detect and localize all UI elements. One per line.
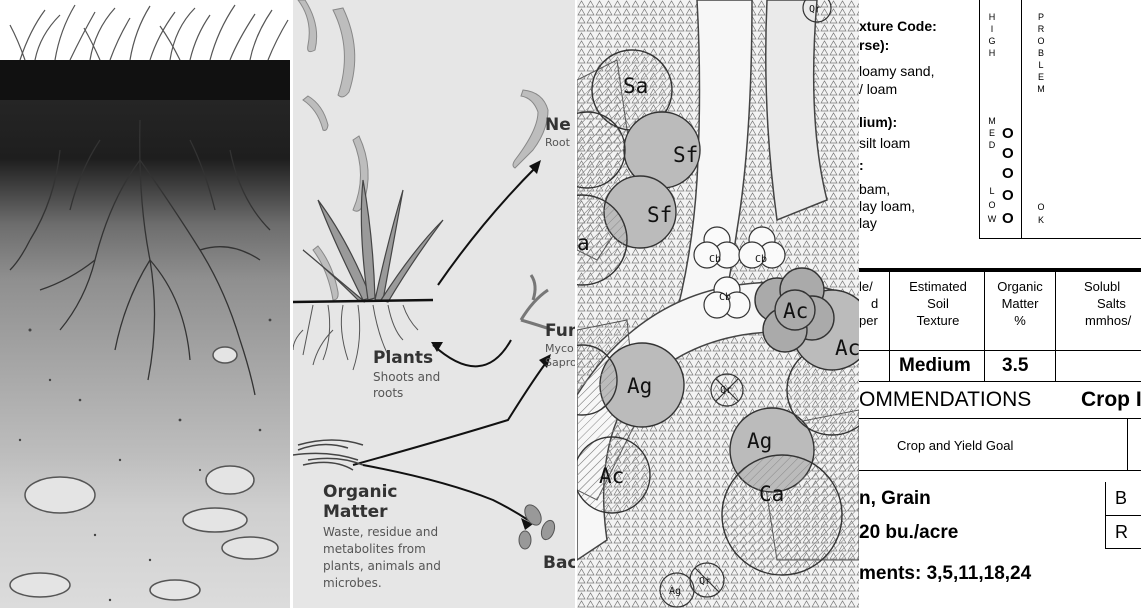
tree-label-ac-1: Ac (783, 299, 808, 323)
medium-heading: lium): (859, 114, 897, 130)
tree-label-qr-bottom: Qr (699, 576, 711, 587)
planting-plan-map: Qr Sa Sf Sf a Cb Cb Cb Ac Ac Ag Qr Ag Ac… (577, 0, 859, 608)
crop-yield-goal-header: Crop and Yield Goal (897, 438, 1013, 453)
label-plants: Plants (373, 348, 433, 368)
col1-header-1: le/ (859, 279, 873, 294)
texture-code-title: xture Code: (859, 18, 937, 34)
tree-label-ac-2: Ac (835, 336, 859, 360)
tree-label-ag-1: Ag (627, 374, 652, 398)
tree-label-sf-2: Sf (647, 203, 672, 227)
tree-label-ag-3: Ag (669, 586, 681, 597)
label-organic-sub4: microbes. (323, 576, 382, 590)
organic-matter-value: 3.5 (1002, 355, 1028, 377)
tree-label-sf-1: Sf (673, 143, 698, 167)
col3-header-2: Matter (987, 296, 1053, 311)
label-neutral-sub: Root (545, 136, 571, 149)
fine-line-3: lay (859, 215, 877, 231)
table-col-div-1 (889, 272, 890, 382)
label-bacteria: Bac (543, 553, 575, 573)
fine-line-1: bam, (859, 181, 890, 197)
label-fungi: Fun (545, 321, 575, 341)
coarse-heading: rse): (859, 37, 889, 53)
food-web-panel: Ne Root Fun Myco Sapro Plants Shoots and… (293, 0, 575, 608)
label-plants-sub1: Shoots and (373, 370, 440, 384)
side-box-bottom (1105, 548, 1141, 549)
col3-header-1: Organic (987, 279, 1053, 294)
crop-heading: Crop I (1081, 388, 1141, 412)
texture-block-bottom (979, 238, 1141, 239)
tree-label-ac-3: Ac (599, 464, 624, 488)
label-plants-sub2: roots (373, 386, 403, 400)
label-neutral: Ne (545, 115, 571, 135)
soil-profile-illustration (0, 0, 290, 608)
medium-line-1: silt loam (859, 135, 910, 151)
label-organic-sub1: Waste, residue and (323, 525, 438, 539)
col2-header-1: Estimated (903, 279, 973, 294)
rec-col-div (1127, 418, 1128, 470)
table-col-div-3 (1055, 272, 1056, 382)
label-fungi-sub2: Sapro (545, 356, 575, 369)
label-organic-sub3: plants, animals and (323, 559, 441, 573)
tree-label-cb-3: Cb (719, 292, 731, 303)
food-web-diagram: Ne Root Fun Myco Sapro Plants Shoots and… (293, 0, 575, 608)
table-top-rule (859, 268, 1141, 272)
texture-value: Medium (899, 355, 971, 377)
divider-1 (979, 0, 980, 238)
tree-label-ca: Ca (759, 482, 784, 506)
col1-header-3: per (859, 313, 878, 328)
side-box-mid (1105, 515, 1141, 516)
comments: ments: 3,5,11,18,24 (859, 563, 1031, 585)
planting-plan-panel: Qr Sa Sf Sf a Cb Cb Cb Ac Ac Ag Qr Ag Ac… (577, 0, 859, 608)
soil-profile-panel (0, 0, 290, 608)
tree-label-a: a (577, 231, 590, 255)
crop-yield: 20 bu./acre (859, 522, 958, 544)
divider-2 (1021, 0, 1022, 238)
rec-top-rule (859, 418, 1141, 419)
table-row-rule (859, 381, 1141, 382)
label-organic-2: Matter (323, 502, 388, 522)
table-header-rule (859, 350, 1141, 351)
soil-report-panel: xture Code: rse): loamy sand, / loam liu… (859, 0, 1141, 608)
col4-header-1: Solubl (1084, 279, 1120, 294)
fine-line-2: lay loam, (859, 198, 915, 214)
label-organic-sub2: metabolites from (323, 542, 426, 556)
tree-label-qr-top: Qr (809, 4, 821, 15)
recommendations-heading: OMMENDATIONS (859, 388, 1031, 412)
col2-header-2: Soil (903, 296, 973, 311)
side-label-b: B (1115, 488, 1127, 509)
tree-label-cb-1: Cb (709, 254, 721, 265)
tree-label-ag-2: Ag (747, 429, 772, 453)
label-organic-1: Organic (323, 482, 397, 502)
col4-header-2: Salts (1097, 296, 1126, 311)
coarse-line-2: / loam (859, 81, 897, 97)
table-col-div-2 (984, 272, 985, 382)
coarse-line-1: loamy sand, (859, 63, 934, 79)
tree-label-cb-2: Cb (755, 254, 767, 265)
tree-label-sa: Sa (623, 74, 648, 98)
tree-label-qr-mid: Qr (720, 385, 732, 396)
label-fungi-sub1: Myco (545, 342, 574, 355)
col3-header-3: % (987, 313, 1053, 328)
col2-header-3: Texture (903, 313, 973, 328)
fine-heading: : (859, 157, 864, 173)
col4-header-3: mmhos/ (1085, 313, 1131, 328)
crop-name: n, Grain (859, 488, 931, 510)
rec-header-rule (859, 470, 1141, 471)
side-label-r: R (1115, 522, 1128, 543)
col1-header-2: d (871, 296, 878, 311)
